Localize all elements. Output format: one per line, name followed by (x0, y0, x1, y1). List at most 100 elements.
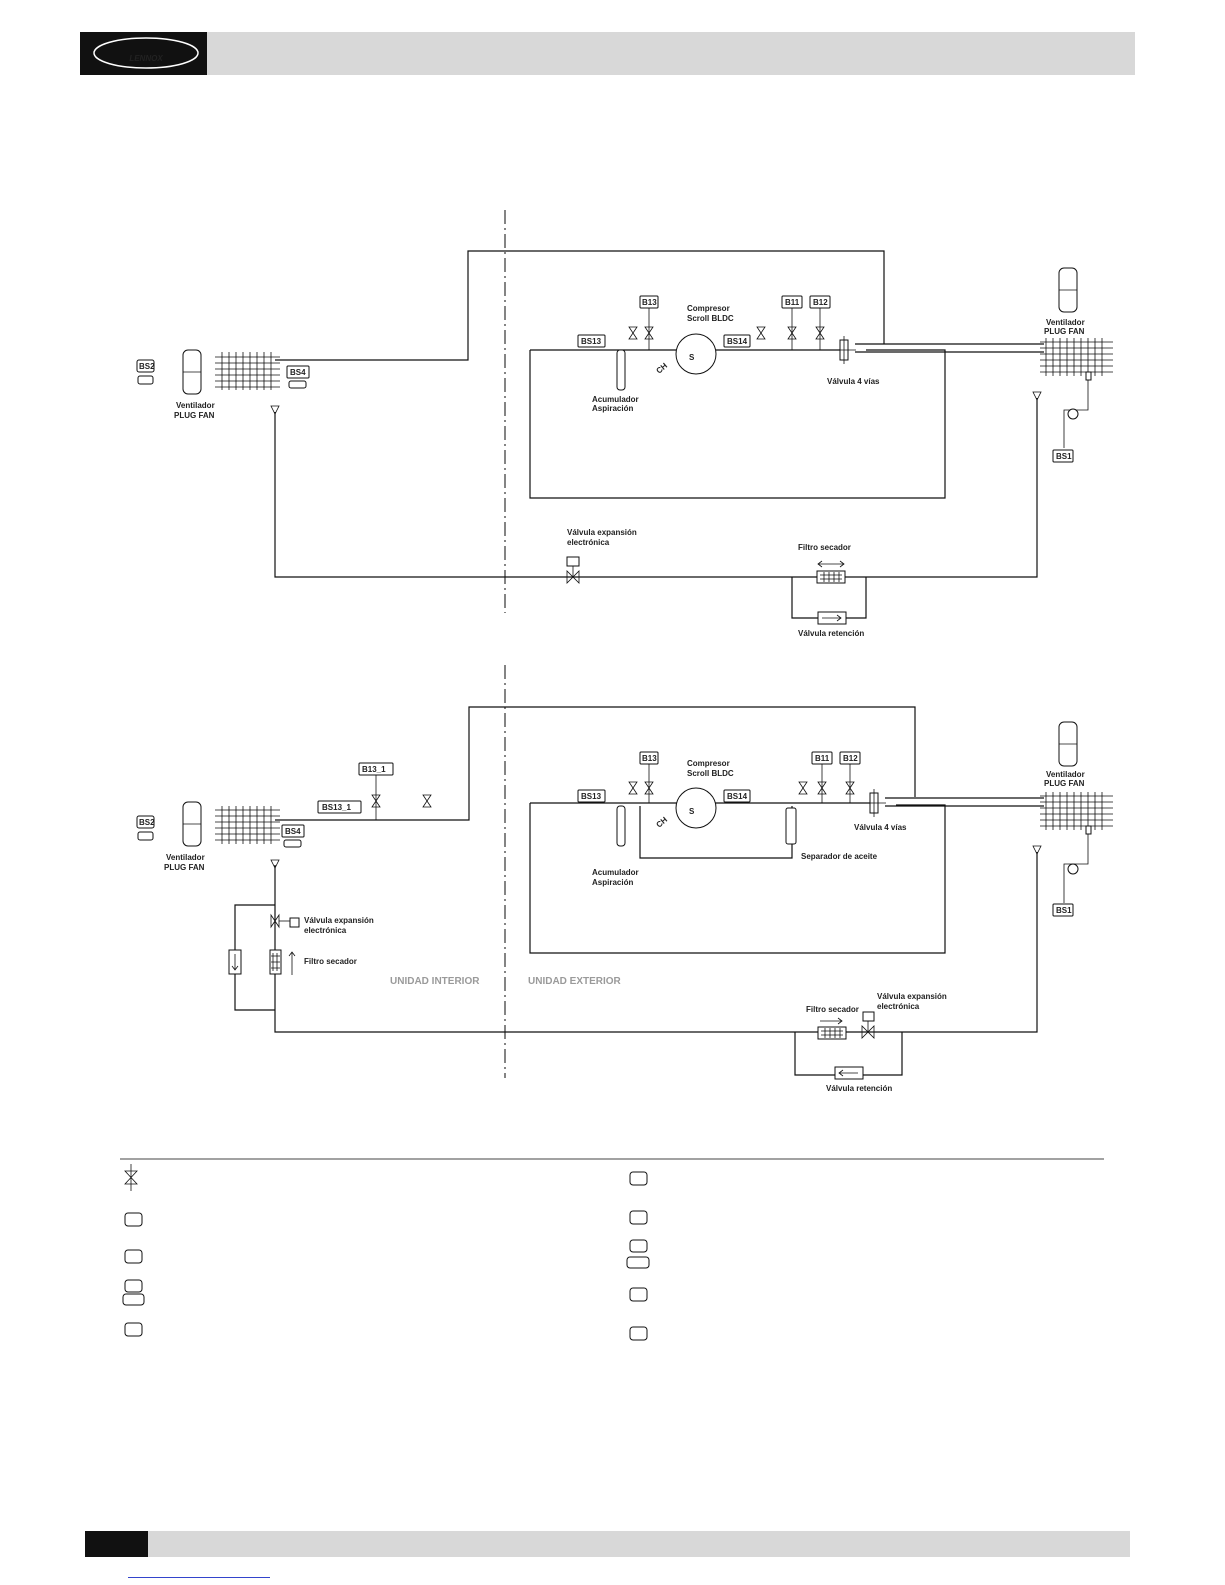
service-valve-icon (644, 326, 654, 340)
sensor-b13-1-label: B13_1 (362, 765, 386, 774)
right-fan (1058, 267, 1078, 313)
legend-symbol (124, 1249, 143, 1264)
crankcase-heater-label: CH (655, 815, 670, 829)
compressor-label: Compresor (687, 304, 730, 313)
fan-left-label-2: PLUG FAN (174, 411, 215, 420)
outdoor-loop (529, 349, 946, 499)
compressor-symbol: S (689, 807, 695, 816)
sensor-bs1-label: BS1 (1056, 906, 1072, 915)
bidirectional-arrow-icon (817, 560, 845, 568)
sensor-bs4-label: BS4 (290, 368, 306, 377)
sensor-bs1 (1052, 903, 1074, 917)
fan-right-label: Ventilador (1046, 770, 1085, 779)
flow-arrow-icon (288, 951, 296, 975)
strainer-icon (1032, 391, 1042, 401)
sensor-bs2 (136, 815, 155, 829)
four-way-valve-label: Válvula 4 vías (854, 823, 907, 832)
filter-drier-icon (817, 1026, 847, 1040)
gas-line (275, 706, 916, 821)
accumulator-icon (616, 349, 626, 391)
outdoor-expansion-valve-label-2: electrónica (877, 1002, 920, 1011)
sensor-bs1 (1052, 449, 1074, 463)
legend-symbol (629, 1171, 648, 1186)
indoor-filter-drier-label: Filtro secador (304, 957, 357, 966)
legend-service-valve-icon (124, 1170, 138, 1185)
sensor-b13-label: B13 (642, 754, 657, 763)
sensor-bs14 (723, 334, 751, 348)
fan-left-label: Ventilador (166, 853, 205, 862)
sensor-probe-icon (1085, 825, 1092, 835)
sensor-bs4-lower (288, 380, 307, 389)
sensor-bs4-label: BS4 (285, 827, 301, 836)
sensor-bs2 (136, 359, 155, 373)
left-coil (215, 806, 280, 844)
probe-bulb-icon (1067, 863, 1079, 875)
indoor-expansion-valve-label-2: electrónica (304, 926, 347, 935)
sensor-bs4-lower (283, 839, 302, 848)
oil-separator-label: Separador de aceite (801, 852, 878, 861)
sensor-bs2-lower (137, 831, 154, 841)
zone-exterior-label: UNIDAD EXTERIOR (528, 976, 622, 987)
accumulator-label: Acumulador (592, 868, 639, 877)
diagram-1: BS2 Ventilador PLUG FAN BS4 Acumulador A… (136, 210, 1113, 638)
legend-symbol (629, 1239, 648, 1253)
compressor-label-2: Scroll BLDC (687, 769, 734, 778)
expansion-valve-icon (861, 1025, 875, 1039)
strainer-icon (270, 859, 280, 869)
outdoor-loop (529, 803, 946, 954)
legend-symbol (629, 1210, 648, 1225)
sensor-bs4 (281, 824, 305, 838)
left-coil (215, 352, 280, 390)
service-valve-icon (422, 794, 432, 808)
accumulator-label-2: Aspiración (592, 878, 633, 887)
expansion-valve-actuator (862, 1011, 875, 1022)
service-valve-icon (371, 794, 381, 808)
left-fan (182, 801, 202, 847)
fan-right-label: Ventilador (1046, 318, 1085, 327)
sensor-bs13-1 (317, 800, 362, 814)
four-way-valve-icon (866, 789, 886, 817)
right-fan (1058, 721, 1078, 767)
sensor-b12-label: B12 (813, 298, 828, 307)
sensor-bs14-label: BS14 (727, 792, 748, 801)
legend-symbol (122, 1293, 145, 1306)
compressor-icon (675, 333, 717, 375)
outdoor-expansion-valve-label: Válvula expansión (877, 992, 947, 1001)
legend-symbol (124, 1212, 143, 1227)
compressor-label-2: Scroll BLDC (687, 314, 734, 323)
four-way-valve-icon (836, 336, 856, 364)
compressor-symbol: S (689, 353, 695, 362)
liquid-line (274, 852, 1038, 1033)
filter-drier-label: Filtro secador (798, 543, 851, 552)
service-valve-icon (817, 781, 827, 795)
gas-line (275, 250, 885, 361)
sensor-bs13-label: BS13 (581, 337, 602, 346)
sensor-probe-icon (1085, 371, 1092, 381)
expansion-valve-actuator (566, 556, 580, 567)
legend-symbol (629, 1287, 648, 1302)
accumulator-icon (616, 805, 626, 847)
check-valve-label: Válvula retención (826, 1084, 892, 1093)
service-valve-icon (756, 326, 766, 340)
indoor-expansion-valve-label: Válvula expansión (304, 916, 374, 925)
sensor-bs13-1-label: BS13_1 (322, 803, 351, 812)
flow-arrow-icon (820, 1017, 843, 1025)
legend-symbol (124, 1279, 143, 1293)
right-coil (1040, 792, 1113, 830)
sensor-bs2-lower (137, 375, 154, 385)
sensor-bs1-label: BS1 (1056, 452, 1072, 461)
fan-right-label-2: PLUG FAN (1044, 779, 1085, 788)
fan-left-label-2: PLUG FAN (164, 863, 205, 872)
sensor-bs13 (577, 789, 606, 803)
accumulator-label: Acumulador (592, 395, 639, 404)
footer-link-underline[interactable] (128, 1577, 270, 1578)
sensor-b11-label: B11 (815, 754, 830, 763)
service-valve-icon (798, 781, 808, 795)
legend-symbol (629, 1326, 648, 1341)
expansion-valve-icon (270, 913, 280, 929)
strainer-icon (270, 405, 280, 415)
right-coil (1040, 338, 1113, 376)
service-valve-icon (628, 326, 638, 340)
compressor-label: Compresor (687, 759, 730, 768)
sensor-b12-label: B12 (843, 754, 858, 763)
